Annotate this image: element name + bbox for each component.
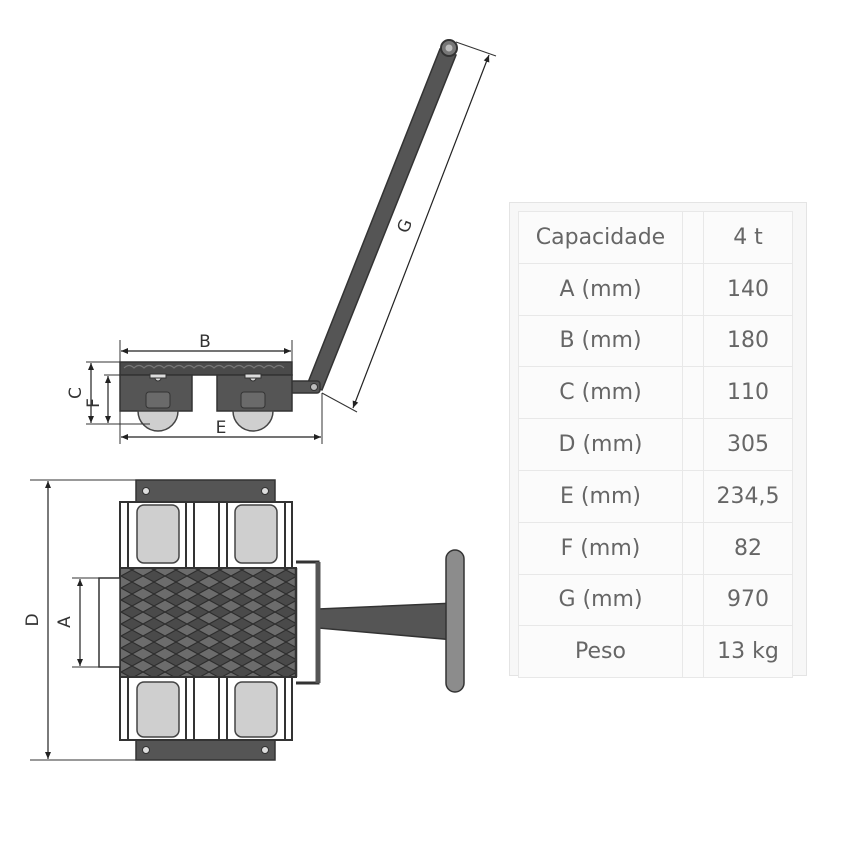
row-label: E (mm) [518,469,683,523]
row-value: 140 [703,262,793,316]
roller-top-left [136,504,180,564]
dimension-label-g: G [394,216,417,235]
row-value: 234,5 [703,469,793,523]
wheel-right [232,410,274,432]
row-value: 4 t [703,211,793,264]
table-row: D (mm) 305 [518,418,793,471]
table-row: G (mm) 970 [518,573,793,627]
handle-bar [306,48,457,391]
row-value: 13 kg [703,625,793,679]
dimension-b: B [119,332,293,362]
table-row: B (mm) 180 [518,314,793,368]
row-label: D (mm) [518,418,683,471]
dimension-f: F [84,374,120,423]
row-label: Capacidade [518,211,683,264]
tow-frame [296,560,320,685]
table-row: A (mm) 140 [518,262,793,316]
handle-grip [445,549,465,693]
row-value: 82 [703,521,793,575]
roller-bottom-left [136,681,180,738]
dimension-g: G [321,41,497,413]
top-view: D A [23,479,465,761]
row-label: Peso [518,625,683,679]
wheel-left [137,410,179,432]
roller-bottom-right [234,681,278,738]
spec-table: Capacidade 4 t A (mm) 140 B (mm) 180 C (… [518,211,793,679]
table-row: E (mm) 234,5 [518,469,793,523]
table-row: C (mm) 110 [518,366,793,420]
dimension-label-c: C [66,387,86,399]
roller-top-right [234,504,278,564]
row-value: 305 [703,418,793,471]
dimension-label-d: D [23,613,43,626]
dimension-label-a: A [55,616,75,628]
top-plate-side [119,361,293,376]
dimension-e: E [119,393,323,444]
row-label: B (mm) [518,314,683,368]
dimension-label-f: F [84,398,104,408]
row-value: 180 [703,314,793,368]
load-plate [119,567,297,678]
side-view: B E C F G [66,39,497,444]
row-value: 110 [703,366,793,420]
dimension-d: D [23,479,136,761]
dimension-c: C [66,361,150,425]
handle-arm-top [317,602,456,641]
dimension-label-e: E [216,418,227,438]
row-label: G (mm) [518,573,683,627]
row-label: C (mm) [518,366,683,420]
dimension-a: A [55,577,99,668]
row-label: F (mm) [518,521,683,575]
dimension-label-b: B [199,332,211,352]
end-plate-top [135,479,276,503]
end-plate-bottom [135,739,276,761]
table-row: Peso 13 kg [518,625,793,679]
table-row: F (mm) 82 [518,521,793,575]
spec-table-panel: Capacidade 4 t A (mm) 140 B (mm) 180 C (… [509,202,807,679]
table-row: Capacidade 4 t [518,211,793,264]
row-label: A (mm) [518,262,683,316]
row-value: 970 [703,573,793,627]
